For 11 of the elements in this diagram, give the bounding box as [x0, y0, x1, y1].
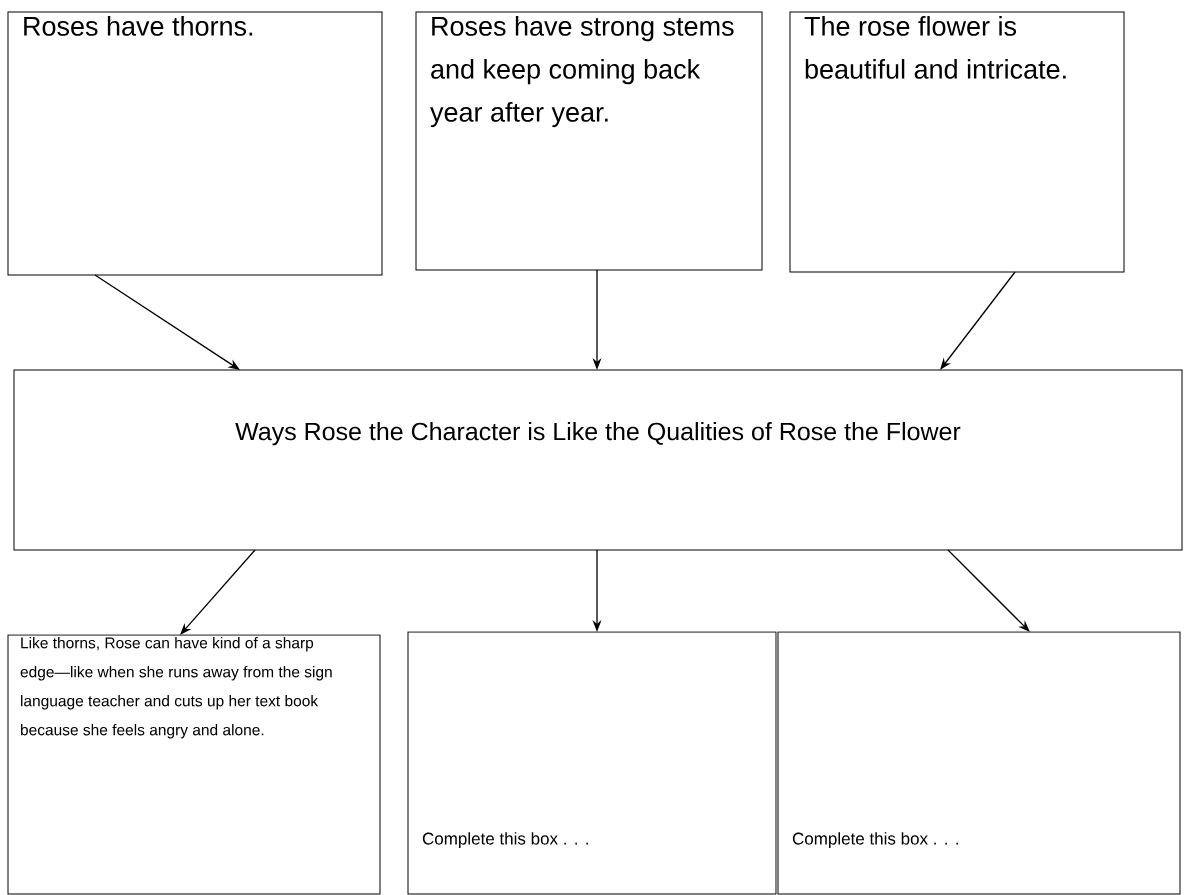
- text-box: Complete this box . . .: [777, 631, 1181, 895]
- arrow: [947, 549, 1030, 632]
- text-box: The rose flower is beautiful and intricate.: [789, 11, 1125, 273]
- arrow: [180, 549, 256, 635]
- arrow: [94, 274, 240, 370]
- text-box: Like thorns, Rose can have kind of a sharp edge—like when she runs away from the sign language teacher and cuts up her text book because she feels angry and alone.: [7, 634, 381, 895]
- text-box: Complete this box . . .: [407, 631, 777, 895]
- text-box: Roses have strong stems and keep coming back year after year.: [415, 11, 763, 271]
- text-box: Ways Rose the Character is Like the Qualities of Rose the Flower: [13, 369, 1183, 551]
- arrow: [940, 271, 1016, 370]
- text-box: Roses have thorns.: [7, 11, 383, 276]
